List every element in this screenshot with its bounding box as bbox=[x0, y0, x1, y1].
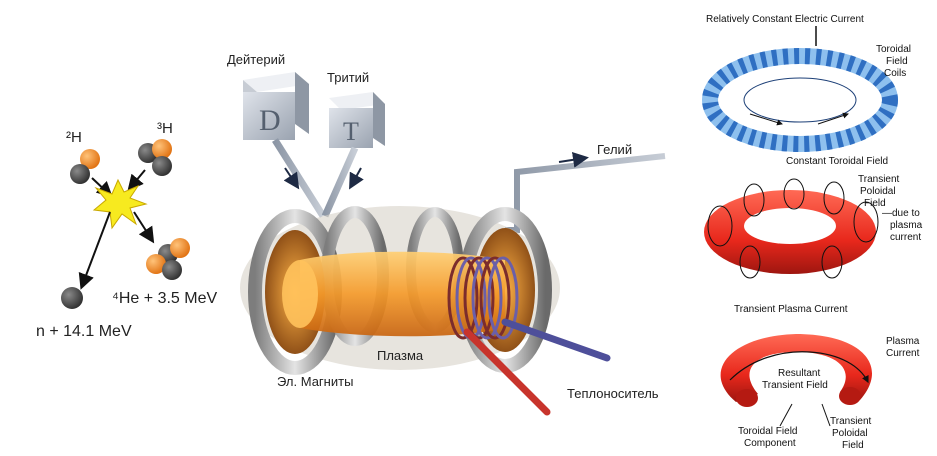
transient-plasma-current-text: Transient Plasma Current bbox=[734, 304, 848, 315]
tokamak-fields-panel: Relatively Constant Electric Current Tor… bbox=[690, 0, 937, 456]
tritium-text: Тритий bbox=[327, 70, 369, 85]
arrow-tritium-in bbox=[127, 169, 146, 192]
toroidal-component-label-2: Component bbox=[744, 438, 796, 449]
coolant-pipe-red bbox=[463, 328, 551, 416]
tritium-flow-arrow bbox=[349, 167, 364, 190]
helium-text: Гелий bbox=[597, 142, 632, 157]
bottom-poloidal-label-3: Field bbox=[842, 440, 864, 451]
poloidal-label-1: Transient bbox=[858, 174, 900, 185]
coils-label-3: Coils bbox=[884, 68, 906, 79]
resultant-field-helix bbox=[729, 351, 869, 384]
tritium-label: ³H bbox=[157, 120, 173, 137]
deuterium-box-letter: D bbox=[259, 104, 281, 137]
resultant-field-torus bbox=[720, 334, 873, 407]
deuterium-box: D bbox=[243, 72, 309, 140]
neutron-product-label: n + 14.1 MeV bbox=[36, 323, 132, 340]
tokamak-fields-diagram: Relatively Constant Electric Current Tor… bbox=[702, 14, 923, 451]
tritium-nucleus bbox=[138, 139, 172, 176]
poloidal-leader bbox=[821, 403, 831, 427]
poloidal-field-loops bbox=[707, 178, 879, 279]
helium-nucleus bbox=[146, 238, 190, 280]
helium-product-label: ⁴He + 3.5 MeV bbox=[112, 290, 217, 307]
reactor-diagram: Дейтерий Тритий D T Гелий bbox=[227, 52, 666, 416]
plasma-tube bbox=[282, 251, 505, 337]
fusion-reaction-panel: ²H ³H ⁴He + 3.5 MeV n + bbox=[0, 0, 240, 456]
coils-label-2: Field bbox=[886, 56, 908, 67]
fusion-flash bbox=[92, 178, 148, 230]
plasma-current-label-2: Current bbox=[886, 348, 920, 359]
tritium-feed-pipe bbox=[321, 146, 359, 218]
coolant-text: Теплоноситель bbox=[567, 386, 659, 401]
due-to-label-2: plasma bbox=[890, 220, 923, 231]
toroidal-component-label-1: Toroidal Field bbox=[738, 426, 797, 437]
plasma-current-label-1: Plasma bbox=[886, 336, 920, 347]
arrow-helium-out bbox=[133, 211, 155, 244]
fusion-reaction-diagram: ²H ³H ⁴He + 3.5 MeV n + bbox=[36, 120, 217, 340]
toroidal-component-leader bbox=[779, 403, 793, 427]
resultant-label-2: Transient Field bbox=[762, 380, 828, 391]
transient-plasma-torus bbox=[704, 190, 876, 274]
neutron bbox=[61, 287, 83, 309]
plasma-text: Плазма bbox=[377, 348, 424, 363]
toroidal-field-arrows bbox=[749, 112, 849, 126]
constant-toroidal-field-text: Constant Toroidal Field bbox=[786, 156, 888, 167]
resultant-label-1: Resultant bbox=[778, 368, 820, 379]
magnets-text: Эл. Магниты bbox=[277, 374, 353, 389]
top-current-text: Relatively Constant Electric Current bbox=[706, 14, 864, 25]
deuterium-nucleus bbox=[70, 149, 100, 184]
reactor-panel: Дейтерий Тритий D T Гелий bbox=[205, 20, 685, 456]
toroidal-field-coils bbox=[702, 48, 898, 152]
tritium-box: T bbox=[329, 92, 385, 148]
poloidal-label-2: Poloidal bbox=[860, 186, 896, 197]
deuterium-feed-pipe bbox=[272, 138, 326, 218]
poloidal-label-3: Field bbox=[864, 198, 886, 209]
due-to-label-1: —due to bbox=[882, 208, 920, 219]
coils-label-1: Toroidal bbox=[876, 44, 911, 55]
coolant-pipe-blue bbox=[501, 318, 611, 362]
deuterium-label: ²H bbox=[66, 129, 82, 146]
helium-flow-arrow bbox=[558, 151, 589, 168]
due-to-label-3: current bbox=[890, 232, 921, 243]
bottom-poloidal-label-2: Poloidal bbox=[832, 428, 868, 439]
deuterium-flow-arrow bbox=[283, 167, 300, 190]
bottom-poloidal-label-1: Transient bbox=[830, 416, 872, 427]
tritium-box-letter: T bbox=[343, 117, 359, 146]
arrow-neutron-out bbox=[78, 211, 111, 290]
deuterium-text: Дейтерий bbox=[227, 52, 285, 67]
